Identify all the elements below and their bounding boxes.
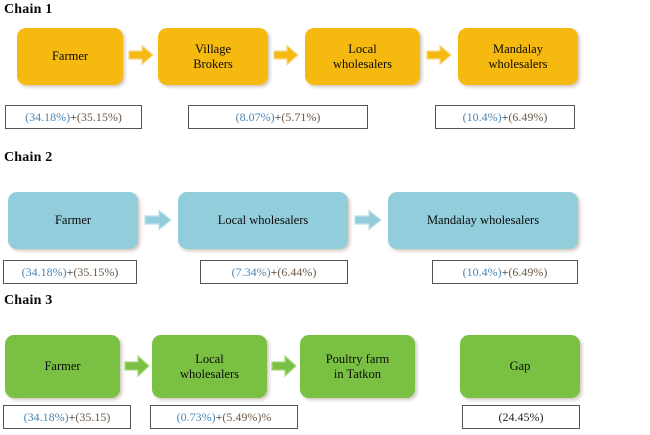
node-label: Farmer <box>51 49 89 64</box>
pct-plain-value: (24.45%) <box>498 409 544 424</box>
chain-1-pct-box-3: (10.4%)+(6.49%) <box>435 105 575 129</box>
pct-first-value: (34.18%) <box>23 409 69 424</box>
arrow-right-icon <box>271 354 297 378</box>
pct-separator: + <box>274 109 282 124</box>
pct-first-value: (34.18%) <box>25 109 71 124</box>
pct-first-value: (10.4%) <box>462 264 502 279</box>
node-label: Local wholesalers <box>179 351 239 381</box>
chain-1-pct-box-2: (8.07%)+(5.71%) <box>188 105 368 129</box>
chain-2-node-farmer: Farmer <box>8 192 138 249</box>
pct-first-value: (0.73%) <box>176 409 216 424</box>
chain-2-node-mandalay-wholesalers: Mandalay wholesalers <box>388 192 578 249</box>
chain-2-pct-box-1: (34.18%)+(35.15%) <box>3 260 137 284</box>
node-label: Mandalay wholesalers <box>488 41 548 71</box>
arrow-right-icon <box>124 354 150 378</box>
node-label: Farmer <box>54 213 92 228</box>
chain-3-node-poultry-farm: Poultry farm in Tatkon <box>300 335 415 398</box>
chain-2-heading: Chain 2 <box>4 150 53 165</box>
arrow-right-icon <box>128 44 154 66</box>
node-label: Poultry farm in Tatkon <box>325 351 390 381</box>
node-label: Village Brokers <box>193 41 233 71</box>
pct-second-value: (5.49%) <box>222 409 262 424</box>
pct-separator: + <box>66 264 74 279</box>
pct-second-value: (35.15) <box>75 409 111 424</box>
chain-3-node-gap: Gap <box>460 335 580 398</box>
chain-2-node-local-wholesalers: Local wholesalers <box>178 192 348 249</box>
chain-2-pct-box-3: (10.4%)+(6.49%) <box>432 260 578 284</box>
node-label: Mandalay wholesalers <box>426 213 540 228</box>
arrow-right-icon <box>354 209 382 231</box>
chain-3-node-farmer: Farmer <box>5 335 120 398</box>
pct-separator: + <box>70 109 77 124</box>
chain-1-heading: Chain 1 <box>4 2 53 17</box>
chain-1-node-village-brokers: Village Brokers <box>158 28 268 85</box>
pct-separator: + <box>215 409 223 424</box>
arrow-right-icon <box>273 44 299 66</box>
arrow-right-icon <box>426 44 452 66</box>
chain-1-node-farmer: Farmer <box>17 28 123 85</box>
chain-3-heading: Chain 3 <box>4 293 53 308</box>
node-label: Local wholesalers <box>332 41 392 71</box>
chain-3-pct-box-1: (34.18%)+(35.15) <box>3 405 131 429</box>
chain-3-node-local-wholesalers: Local wholesalers <box>152 335 267 398</box>
node-label: Local wholesalers <box>217 213 309 228</box>
chain-1-node-local-wholesalers: Local wholesalers <box>305 28 420 85</box>
chain-3-pct-box-2: (0.73%)+(5.49%)% <box>150 405 298 429</box>
pct-first-value: (34.18%) <box>21 264 67 279</box>
pct-second-value: (6.44%) <box>277 264 317 279</box>
chain-2-pct-box-2: (7.34%)+(6.44%) <box>200 260 348 284</box>
pct-suffix: % <box>261 409 272 424</box>
pct-second-value: (5.71%) <box>281 109 321 124</box>
arrow-right-icon <box>144 209 172 231</box>
pct-separator: + <box>501 109 509 124</box>
chain-3-pct-box-gap: (24.45%) <box>462 405 580 429</box>
pct-separator: + <box>270 264 278 279</box>
pct-second-value: (6.49%) <box>508 109 548 124</box>
pct-separator: + <box>68 409 76 424</box>
pct-separator: + <box>501 264 509 279</box>
pct-first-value: (8.07%) <box>235 109 275 124</box>
pct-second-value: (6.49%) <box>508 264 548 279</box>
chain-1-node-mandalay-wholesalers: Mandalay wholesalers <box>458 28 578 85</box>
pct-second-value: (35.15%) <box>73 264 119 279</box>
node-label: Gap <box>509 359 531 374</box>
pct-first-value: (10.4%) <box>462 109 502 124</box>
pct-second-value: (35.15%) <box>76 109 122 124</box>
pct-first-value: (7.34%) <box>231 264 271 279</box>
chain-1-pct-box-1: (34.18%)+(35.15%) <box>5 105 142 129</box>
node-label: Farmer <box>44 359 81 374</box>
